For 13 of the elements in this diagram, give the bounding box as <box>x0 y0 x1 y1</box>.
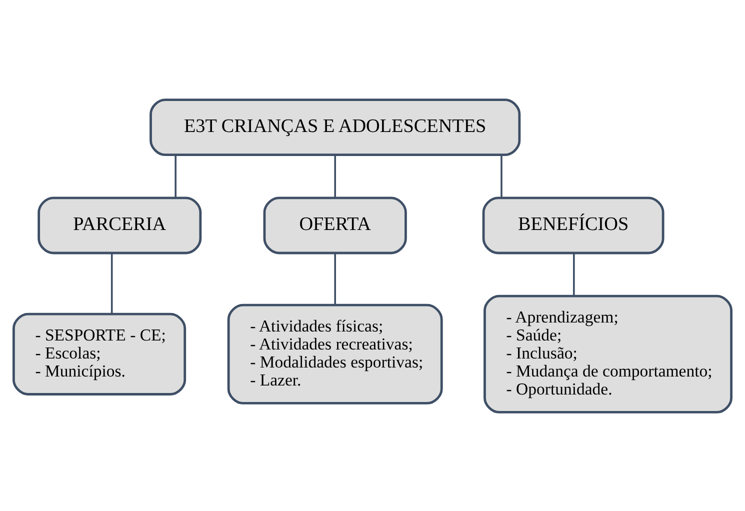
connector <box>174 154 176 198</box>
node-box: - SESPORTE - CE; - Escolas; - Municípios. <box>12 312 186 395</box>
node-box: - Aprendizagem; - Saúde; - Inclusão; - Mudança de comportamento; - Oportunidade. <box>484 294 732 413</box>
node-box: - Atividades físicas; - Atividades recreativas; - Modalidades esportivas; - Lazer. <box>227 303 443 404</box>
connector <box>334 154 336 198</box>
node-box: PARCERIA <box>38 196 202 254</box>
connector <box>334 252 336 304</box>
node-box: OFERTA <box>263 196 407 254</box>
connector <box>573 252 575 296</box>
connector <box>110 252 113 314</box>
connector <box>500 154 502 198</box>
node-box: BENEFÍCIOS <box>482 196 664 254</box>
node-box: E3T CRIANÇAS E ADOLESCENTES <box>150 98 521 156</box>
